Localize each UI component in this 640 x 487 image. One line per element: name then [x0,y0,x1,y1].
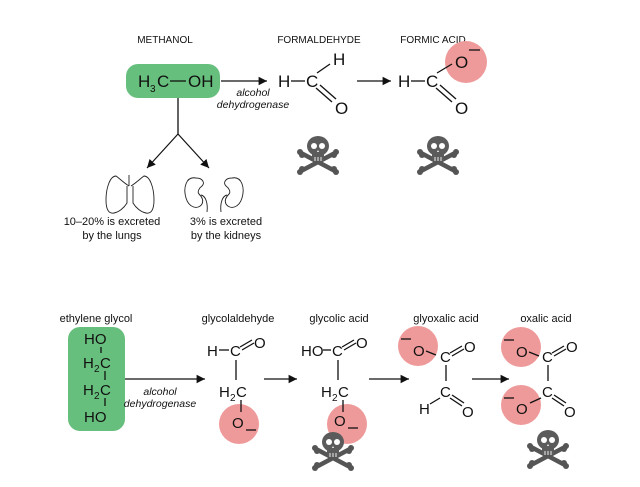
oxalic-acid-label: oxalic acid [520,313,571,325]
formaldehyde-label: FORMALDEHYDE [277,35,361,46]
glyoxalic-acid-o: O [464,339,476,356]
oxalic-acid-anion-highlight-top [501,327,541,367]
ethylene-glycol-ho-bottom: HO [84,409,107,426]
glyoxalic-acid-double-b [451,348,465,357]
skull-crossbones-icon [297,136,339,175]
glyoxalic-acid-anion-highlight [398,326,438,366]
arrow-to-kidneys [177,133,210,169]
ethylene-glycol-h-2: H [83,382,94,399]
formic-acid-o: O [455,99,468,118]
oxalic-acid-bond-o2 [529,397,542,404]
lungs-note-line1: 10–20% is excreted [64,216,161,228]
lungs-note-line2: by the lungs [82,230,142,242]
ethylene-glycol-sub-2: 2 [94,391,100,402]
ethylene-glycol-label: ethylene glycol [60,313,133,325]
formaldehyde-h-left: H [278,72,290,91]
glycolic-acid-double-a [341,339,355,348]
glycolic-acid-h2c-c: C [338,384,349,401]
formaldehyde-h-top: H [333,50,345,69]
ethylene-glycol-sub-1: 2 [94,364,100,375]
glycolaldehyde-o-minus: O [232,415,244,432]
glycolaldehyde-h2c-h: H [219,384,230,401]
oxalic-acid-bond-o1 [528,351,540,357]
glycolaldehyde-c: C [230,343,241,360]
methanol-subscript: 3 [150,84,156,95]
enzyme-line2: dehydrogenase [217,99,290,111]
glycolaldehyde-label: glycolaldehyde [202,313,275,325]
oxalic-acid-o-minus-1: O [516,344,528,361]
enzyme-line1: alcohol [236,87,270,99]
formic-acid-anion-highlight [445,41,487,83]
oxalic-acid-anion-highlight-bottom [501,385,541,425]
glycolaldehyde-anion-highlight [219,404,259,444]
oxalic-acid-double-d [553,394,567,404]
glycolaldehyde-double-b [241,342,255,351]
glyoxalic-acid-bond-o [425,350,437,356]
ethylene-glycol-h-1: H [83,355,94,372]
ethylene-glycol-highlight [68,327,125,431]
oxalic-acid-o2: O [564,404,576,421]
arrow-to-lungs [146,133,179,169]
methanol-h: H [138,72,150,91]
glyoxalic-acid-h: H [419,401,430,418]
formaldehyde-c: C [306,72,318,91]
formaldehyde-double-bond-a [315,87,333,103]
glycolic-acid-o-minus: O [334,413,346,430]
oxalic-acid-o-minus-2: O [516,401,528,418]
formic-acid-bond-o-minus [436,63,453,74]
formic-acid-c: C [426,72,438,91]
glycolaldehyde-h: H [207,343,218,360]
formic-acid-label: FORMIC ACID [400,35,466,46]
formic-acid-o-minus: O [455,53,468,72]
oxalic-acid-double-b [553,348,567,357]
glycolaldehyde-h2c-sub: 2 [230,393,236,404]
ethylene-glycol-c-2: C [100,382,111,399]
glycolic-acid-ho: HO [301,343,324,360]
glycolaldehyde-h2c-c: C [236,384,247,401]
glyoxalic-acid-double-d [451,394,465,404]
skull-crossbones-icon [527,430,569,469]
methanol-c: C [157,72,169,91]
oxalic-acid-double-a [551,345,565,354]
glycolic-acid-double-b [343,342,357,351]
glycolic-acid-label: glycolic acid [309,313,368,325]
formaldehyde-bond-top [316,63,331,74]
oxalic-acid-o1: O [566,339,578,356]
glycolic-acid-h2c-h: H [321,384,332,401]
glyoxalic-acid-bond-h [429,397,441,405]
glyoxalic-acid-double-c [449,397,463,407]
kidneys-note-line1: 3% is excreted [190,216,262,228]
glycolaldehyde-double-a [239,339,253,348]
enzyme2-line2: dehydrogenase [124,398,197,410]
methanol-label: METHANOL [137,35,193,46]
formic-acid-h: H [398,72,410,91]
oxalic-acid-c2: C [542,384,553,401]
formic-acid-double-bond-b [439,84,457,100]
skull-crossbones-icon [417,136,459,175]
glyoxalic-acid-label: glyoxalic acid [413,313,478,325]
kidneys-icon [184,177,244,213]
glyoxalic-acid-double-a [449,345,463,354]
ethylene-glycol-c-1: C [100,355,111,372]
glyoxalic-acid-o-minus: O [413,343,425,360]
formaldehyde-o: O [335,99,348,118]
formaldehyde-double-bond-b [319,84,337,100]
formic-acid-double-bond-a [435,87,453,103]
glyoxalic-acid-c: C [440,349,451,366]
glycolic-acid-h2c-sub: 2 [332,393,338,404]
glyoxalic-acid-o2: O [462,404,474,421]
oxalic-acid-c1: C [542,349,553,366]
enzyme2-line1: alcohol [143,386,177,398]
glycolaldehyde-o: O [254,335,266,352]
kidneys-note-line2: by the kidneys [191,230,262,242]
glycolic-acid-c: C [332,343,343,360]
lungs-icon [105,175,155,214]
glycolic-acid-o: O [356,335,368,352]
oxalic-acid-double-c [551,397,565,407]
glyoxalic-acid-c2: C [440,384,451,401]
ethylene-glycol-ho-top: HO [84,331,107,348]
methanol-oh: OH [188,72,214,91]
